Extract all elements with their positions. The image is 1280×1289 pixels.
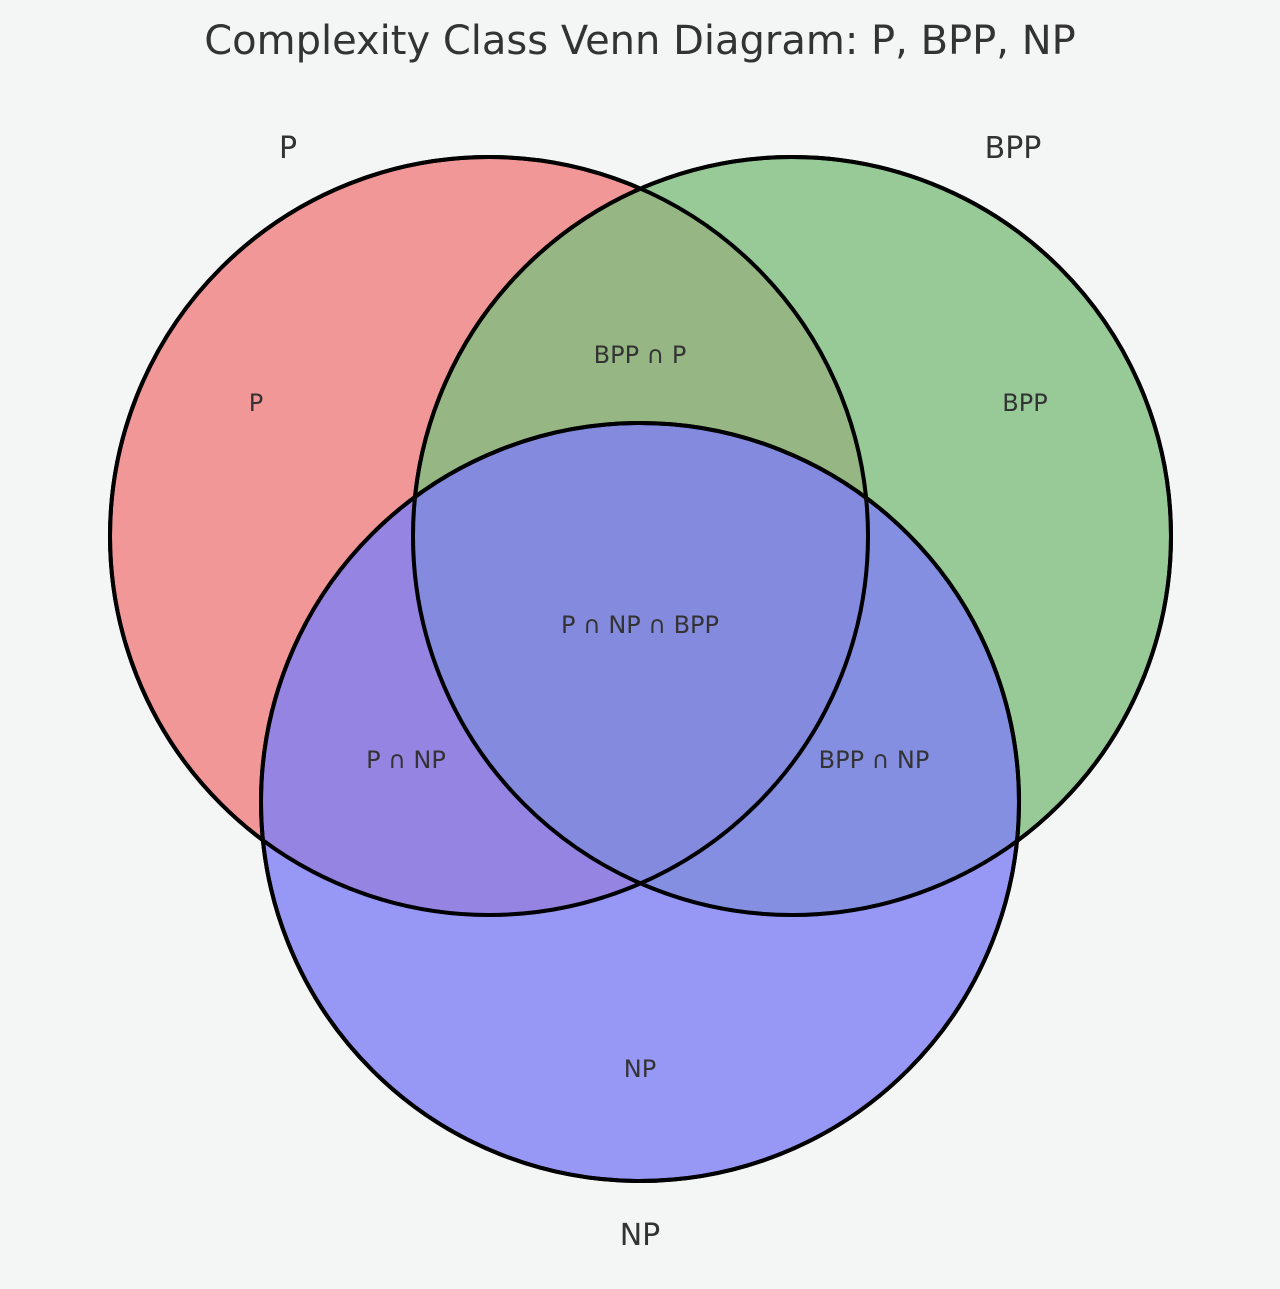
region-label-p-and-np: P ∩ NP <box>366 746 446 774</box>
region-label-all-three: P ∩ NP ∩ BPP <box>561 611 719 639</box>
set-outline-bpp <box>411 155 1173 917</box>
set-outline-p <box>108 155 870 917</box>
region-label-p-only: P <box>249 389 263 417</box>
set-label-p: P <box>279 131 297 166</box>
region-label-bpp-and-p: BPP ∩ P <box>594 341 687 369</box>
set-label-np: NP <box>620 1218 661 1253</box>
diagram-title: Complexity Class Venn Diagram: P, BPP, N… <box>204 18 1076 64</box>
region-label-bpp-and-np: BPP ∩ NP <box>819 746 930 774</box>
region-label-bpp-only: BPP <box>1002 389 1047 417</box>
region-label-np-only: NP <box>624 1055 656 1083</box>
set-outline-np <box>259 421 1021 1183</box>
set-label-bpp: BPP <box>985 131 1042 166</box>
